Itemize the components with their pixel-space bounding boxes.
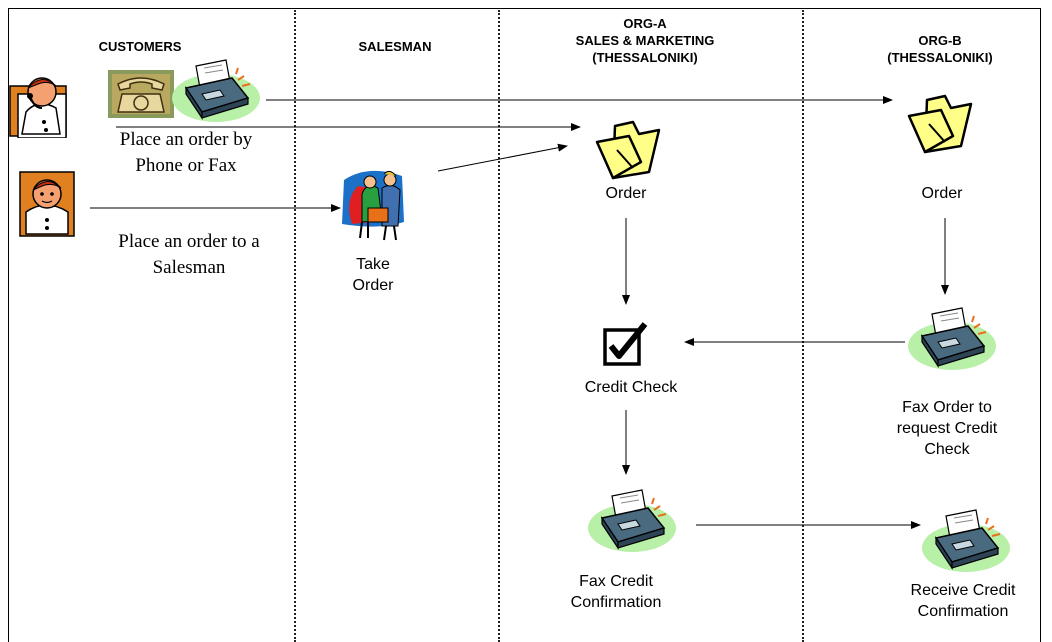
lane-divider-2 bbox=[498, 10, 500, 642]
lane-header-customers: CUSTOMERS bbox=[40, 38, 240, 55]
org-b-order-label: Order bbox=[902, 183, 982, 204]
arrow-salesman-to-org-a-order bbox=[437, 143, 568, 172]
header-line: SALES & MARKETING bbox=[575, 33, 715, 48]
label-line: Order bbox=[352, 277, 394, 294]
label-line: Credit Check bbox=[584, 379, 678, 396]
checkbox-check-icon bbox=[603, 322, 648, 366]
label-line: Receive Credit bbox=[910, 582, 1016, 599]
credit-check-label: Credit Check bbox=[566, 377, 696, 398]
fax-machine-icon bbox=[172, 59, 260, 122]
fax-credit-confirmation-label: Fax Credit Confirmation bbox=[556, 571, 676, 613]
diagram-frame bbox=[8, 8, 1041, 642]
take-order-label: Take Order bbox=[333, 254, 413, 296]
place-order-salesman-label: Place an order to a Salesman bbox=[84, 229, 294, 281]
header-line: (THESSALONIKI) bbox=[887, 50, 993, 65]
lane-header-salesman: SALESMAN bbox=[300, 38, 490, 55]
label-line: Place an order to a bbox=[118, 231, 260, 252]
label-line: Check bbox=[924, 441, 970, 458]
header-line: SALESMAN bbox=[358, 39, 432, 54]
place-order-phone-fax-label: Place an order by Phone or Fax bbox=[86, 127, 286, 179]
lane-header-org-a: ORG-A SALES & MARKETING (THESSALONIKI) bbox=[520, 15, 770, 66]
fax-order-request-credit-check-label: Fax Order to request Credit Check bbox=[882, 397, 1012, 460]
fax-machine-icon bbox=[908, 307, 996, 370]
telephone-icon bbox=[108, 70, 174, 118]
label-line: Take bbox=[356, 256, 390, 273]
header-line: CUSTOMERS bbox=[98, 39, 182, 54]
fax-machine-icon bbox=[922, 509, 1010, 572]
lane-divider-1 bbox=[294, 10, 296, 642]
label-line: Order bbox=[605, 185, 647, 202]
order-folder-icon bbox=[907, 94, 973, 154]
receive-credit-confirmation-label: Receive Credit Confirmation bbox=[898, 580, 1028, 622]
lane-divider-3 bbox=[802, 10, 804, 642]
label-line: Fax Credit bbox=[579, 573, 653, 590]
customer-person-icon bbox=[19, 171, 75, 237]
salesman-meeting-icon bbox=[342, 170, 404, 241]
header-line: ORG-A bbox=[623, 16, 667, 31]
lane-header-org-b: ORG-B (THESSALONIKI) bbox=[860, 32, 1020, 66]
label-line: Phone or Fax bbox=[135, 155, 237, 176]
label-line: Fax Order to bbox=[902, 399, 992, 416]
label-line: Place an order by bbox=[119, 129, 253, 150]
header-line: (THESSALONIKI) bbox=[592, 50, 698, 65]
org-a-order-label: Order bbox=[586, 183, 666, 204]
label-line: Salesman bbox=[152, 257, 226, 278]
fax-machine-icon bbox=[588, 489, 676, 552]
label-line: request Credit bbox=[896, 420, 998, 437]
order-folder-icon bbox=[595, 120, 661, 180]
label-line: Confirmation bbox=[917, 603, 1009, 620]
header-line: ORG-B bbox=[918, 33, 962, 48]
customer-phone-person-icon bbox=[9, 77, 67, 138]
label-line: Order bbox=[921, 185, 963, 202]
label-line: Confirmation bbox=[570, 594, 662, 611]
